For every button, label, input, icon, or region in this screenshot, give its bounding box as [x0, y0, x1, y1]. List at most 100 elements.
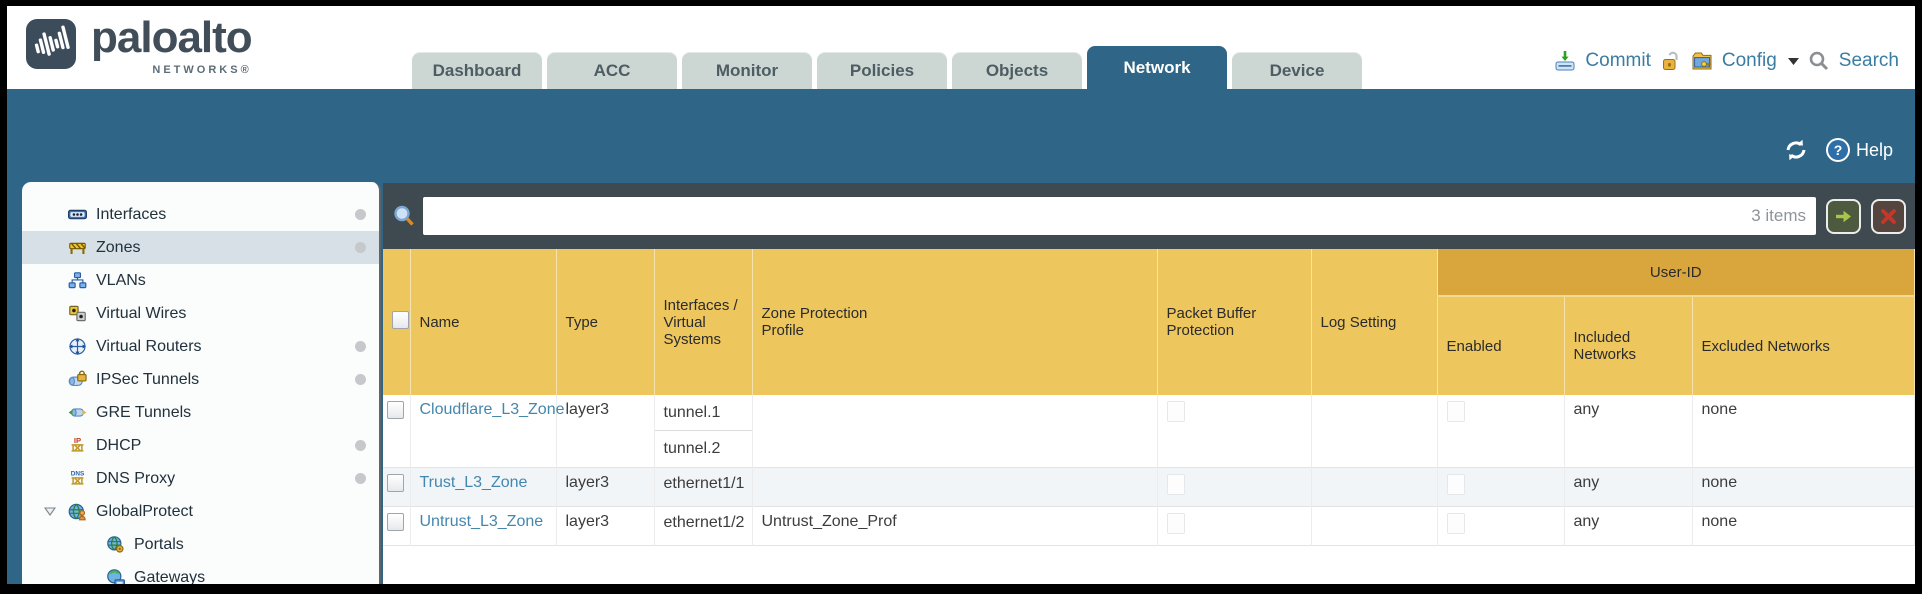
- column-header-included-networks[interactable]: Included Networks: [1564, 296, 1693, 395]
- column-header-interfaces[interactable]: Interfaces / Virtual Systems: [654, 249, 753, 395]
- interface-value: tunnel.2: [663, 440, 721, 457]
- tab-policies[interactable]: Policies: [817, 52, 947, 89]
- sidebar-item-vlans[interactable]: VLANs: [22, 264, 379, 297]
- user-id-enabled-checkbox[interactable]: [1446, 474, 1465, 495]
- packet-buffer-checkbox[interactable]: [1166, 474, 1185, 495]
- zone-protection-profile-cell: [752, 467, 1158, 507]
- svg-text:IP: IP: [74, 436, 81, 445]
- sidebar-item-label: IPSec Tunnels: [96, 370, 200, 388]
- column-header-enabled[interactable]: Enabled: [1437, 296, 1565, 395]
- gateways-icon: [106, 568, 125, 584]
- tab-dashboard[interactable]: Dashboard: [412, 52, 542, 89]
- tab-acc[interactable]: ACC: [547, 52, 677, 89]
- sidebar-item-gateways[interactable]: Gateways: [22, 561, 379, 584]
- virtual-wires-icon: [68, 304, 87, 323]
- globalprotect-icon: [68, 502, 87, 521]
- sidebar-item-label: Portals: [134, 535, 184, 553]
- help-label: Help: [1855, 139, 1893, 160]
- column-header-packet-buffer-protection[interactable]: Packet Buffer Protection: [1157, 249, 1312, 395]
- zone-type-cell: layer3: [556, 506, 655, 546]
- column-header-zone-protection-profile[interactable]: Zone Protection Profile: [752, 249, 1158, 395]
- help-button[interactable]: ? Help: [1825, 137, 1893, 163]
- interfaces-cell: ethernet1/1: [654, 467, 753, 507]
- zone-protection-profile-cell: Untrust_Zone_Prof: [752, 506, 1158, 546]
- row-checkbox[interactable]: [387, 474, 404, 492]
- sidebar-item-globalprotect[interactable]: GlobalProtect: [22, 495, 379, 528]
- interface-value: tunnel.1: [654, 395, 752, 431]
- commit-button[interactable]: Commit: [1585, 50, 1651, 71]
- packet-buffer-checkbox[interactable]: [1166, 513, 1185, 534]
- sidebar-item-portals[interactable]: Portals: [22, 528, 379, 561]
- packet-buffer-protection-cell: [1157, 467, 1312, 507]
- interface-value: ethernet1/1: [663, 474, 745, 492]
- clear-filter-button[interactable]: [1871, 198, 1906, 234]
- zones-table-body: Cloudflare_L3_Zone layer3 tunnel.1 tunnel.2…: [383, 395, 1915, 546]
- row-select-cell: [383, 467, 411, 507]
- dns-proxy-icon: DNS: [68, 469, 87, 488]
- column-header-name[interactable]: Name: [410, 249, 557, 395]
- column-header-excluded-networks[interactable]: Excluded Networks: [1692, 296, 1915, 395]
- zone-name-link[interactable]: Cloudflare_L3_Zone: [419, 401, 565, 418]
- apply-filter-button[interactable]: [1826, 198, 1861, 234]
- row-checkbox[interactable]: [387, 513, 404, 531]
- row-checkbox[interactable]: [387, 401, 404, 419]
- zone-name-link[interactable]: Trust_L3_Zone: [419, 474, 528, 491]
- sidebar-item-label: Gateways: [134, 568, 206, 585]
- status-dot: [355, 440, 366, 451]
- sidebar-item-ipsec-tunnels[interactable]: IPSec Tunnels: [22, 363, 379, 396]
- column-header-log-setting[interactable]: Log Setting: [1311, 249, 1438, 395]
- sidebar-item-label: VLANs: [96, 271, 146, 289]
- caret-down-icon[interactable]: [1787, 57, 1799, 65]
- status-dot: [355, 242, 366, 253]
- commit-icon[interactable]: [1554, 50, 1576, 72]
- excluded-networks-cell: none: [1692, 395, 1915, 468]
- tab-objects[interactable]: Objects: [952, 52, 1082, 89]
- config-button[interactable]: Config: [1721, 50, 1777, 71]
- help-icon: ?: [1825, 137, 1851, 163]
- zone-name-cell: Cloudflare_L3_Zone: [410, 395, 565, 468]
- tab-network[interactable]: Network: [1087, 46, 1227, 89]
- log-setting-cell: [1311, 395, 1438, 468]
- utility-bar: Commit Config Search: [1554, 50, 1899, 72]
- svg-text:DNS: DNS: [71, 471, 85, 478]
- sidebar-item-gre-tunnels[interactable]: GRE Tunnels: [22, 396, 379, 429]
- lock-icon[interactable]: [1660, 50, 1682, 72]
- expander-down-icon[interactable]: [44, 507, 56, 516]
- tab-monitor[interactable]: Monitor: [682, 52, 812, 89]
- user-id-enabled-cell: [1437, 506, 1565, 546]
- zone-name-link[interactable]: Untrust_L3_Zone: [419, 513, 544, 530]
- sidebar-item-label: Zones: [96, 238, 141, 256]
- included-networks-cell: any: [1564, 506, 1693, 546]
- refresh-icon[interactable]: [1783, 137, 1809, 163]
- column-header-type[interactable]: Type: [556, 249, 655, 395]
- sidebar-item-zones[interactable]: Zones: [22, 231, 379, 264]
- user-id-enabled-cell: [1437, 467, 1565, 507]
- zone-name-cell: Trust_L3_Zone: [410, 467, 557, 507]
- interfaces-cell: ethernet1/2: [654, 506, 753, 546]
- brand-logo: paloalto NETWORKS®: [25, 14, 253, 76]
- search-button[interactable]: Search: [1838, 50, 1899, 71]
- filter-bar: 3 items: [383, 183, 1915, 249]
- user-id-enabled-checkbox[interactable]: [1446, 401, 1465, 422]
- sidebar-item-virtual-routers[interactable]: Virtual Routers: [22, 330, 379, 363]
- packet-buffer-checkbox[interactable]: [1166, 401, 1185, 422]
- config-icon[interactable]: [1691, 50, 1713, 72]
- interfaces-cell: tunnel.1 tunnel.2: [654, 395, 753, 468]
- sidebar-item-virtual-wires[interactable]: Virtual Wires: [22, 297, 379, 330]
- svg-text:?: ?: [1834, 142, 1843, 158]
- search-icon[interactable]: [1808, 50, 1830, 72]
- filter-input[interactable]: [423, 197, 1752, 235]
- sidebar-item-interfaces[interactable]: Interfaces: [22, 198, 379, 231]
- interface-value: ethernet1/2: [663, 513, 745, 531]
- zone-name-cell: Untrust_L3_Zone: [410, 506, 557, 546]
- tab-device[interactable]: Device: [1232, 52, 1362, 89]
- ipsec-tunnels-icon: [68, 370, 87, 389]
- zones-table-header: Name Type Interfaces / Virtual Systems Z…: [383, 249, 1915, 395]
- select-all-checkbox[interactable]: [392, 311, 409, 329]
- user-id-enabled-checkbox[interactable]: [1446, 513, 1465, 534]
